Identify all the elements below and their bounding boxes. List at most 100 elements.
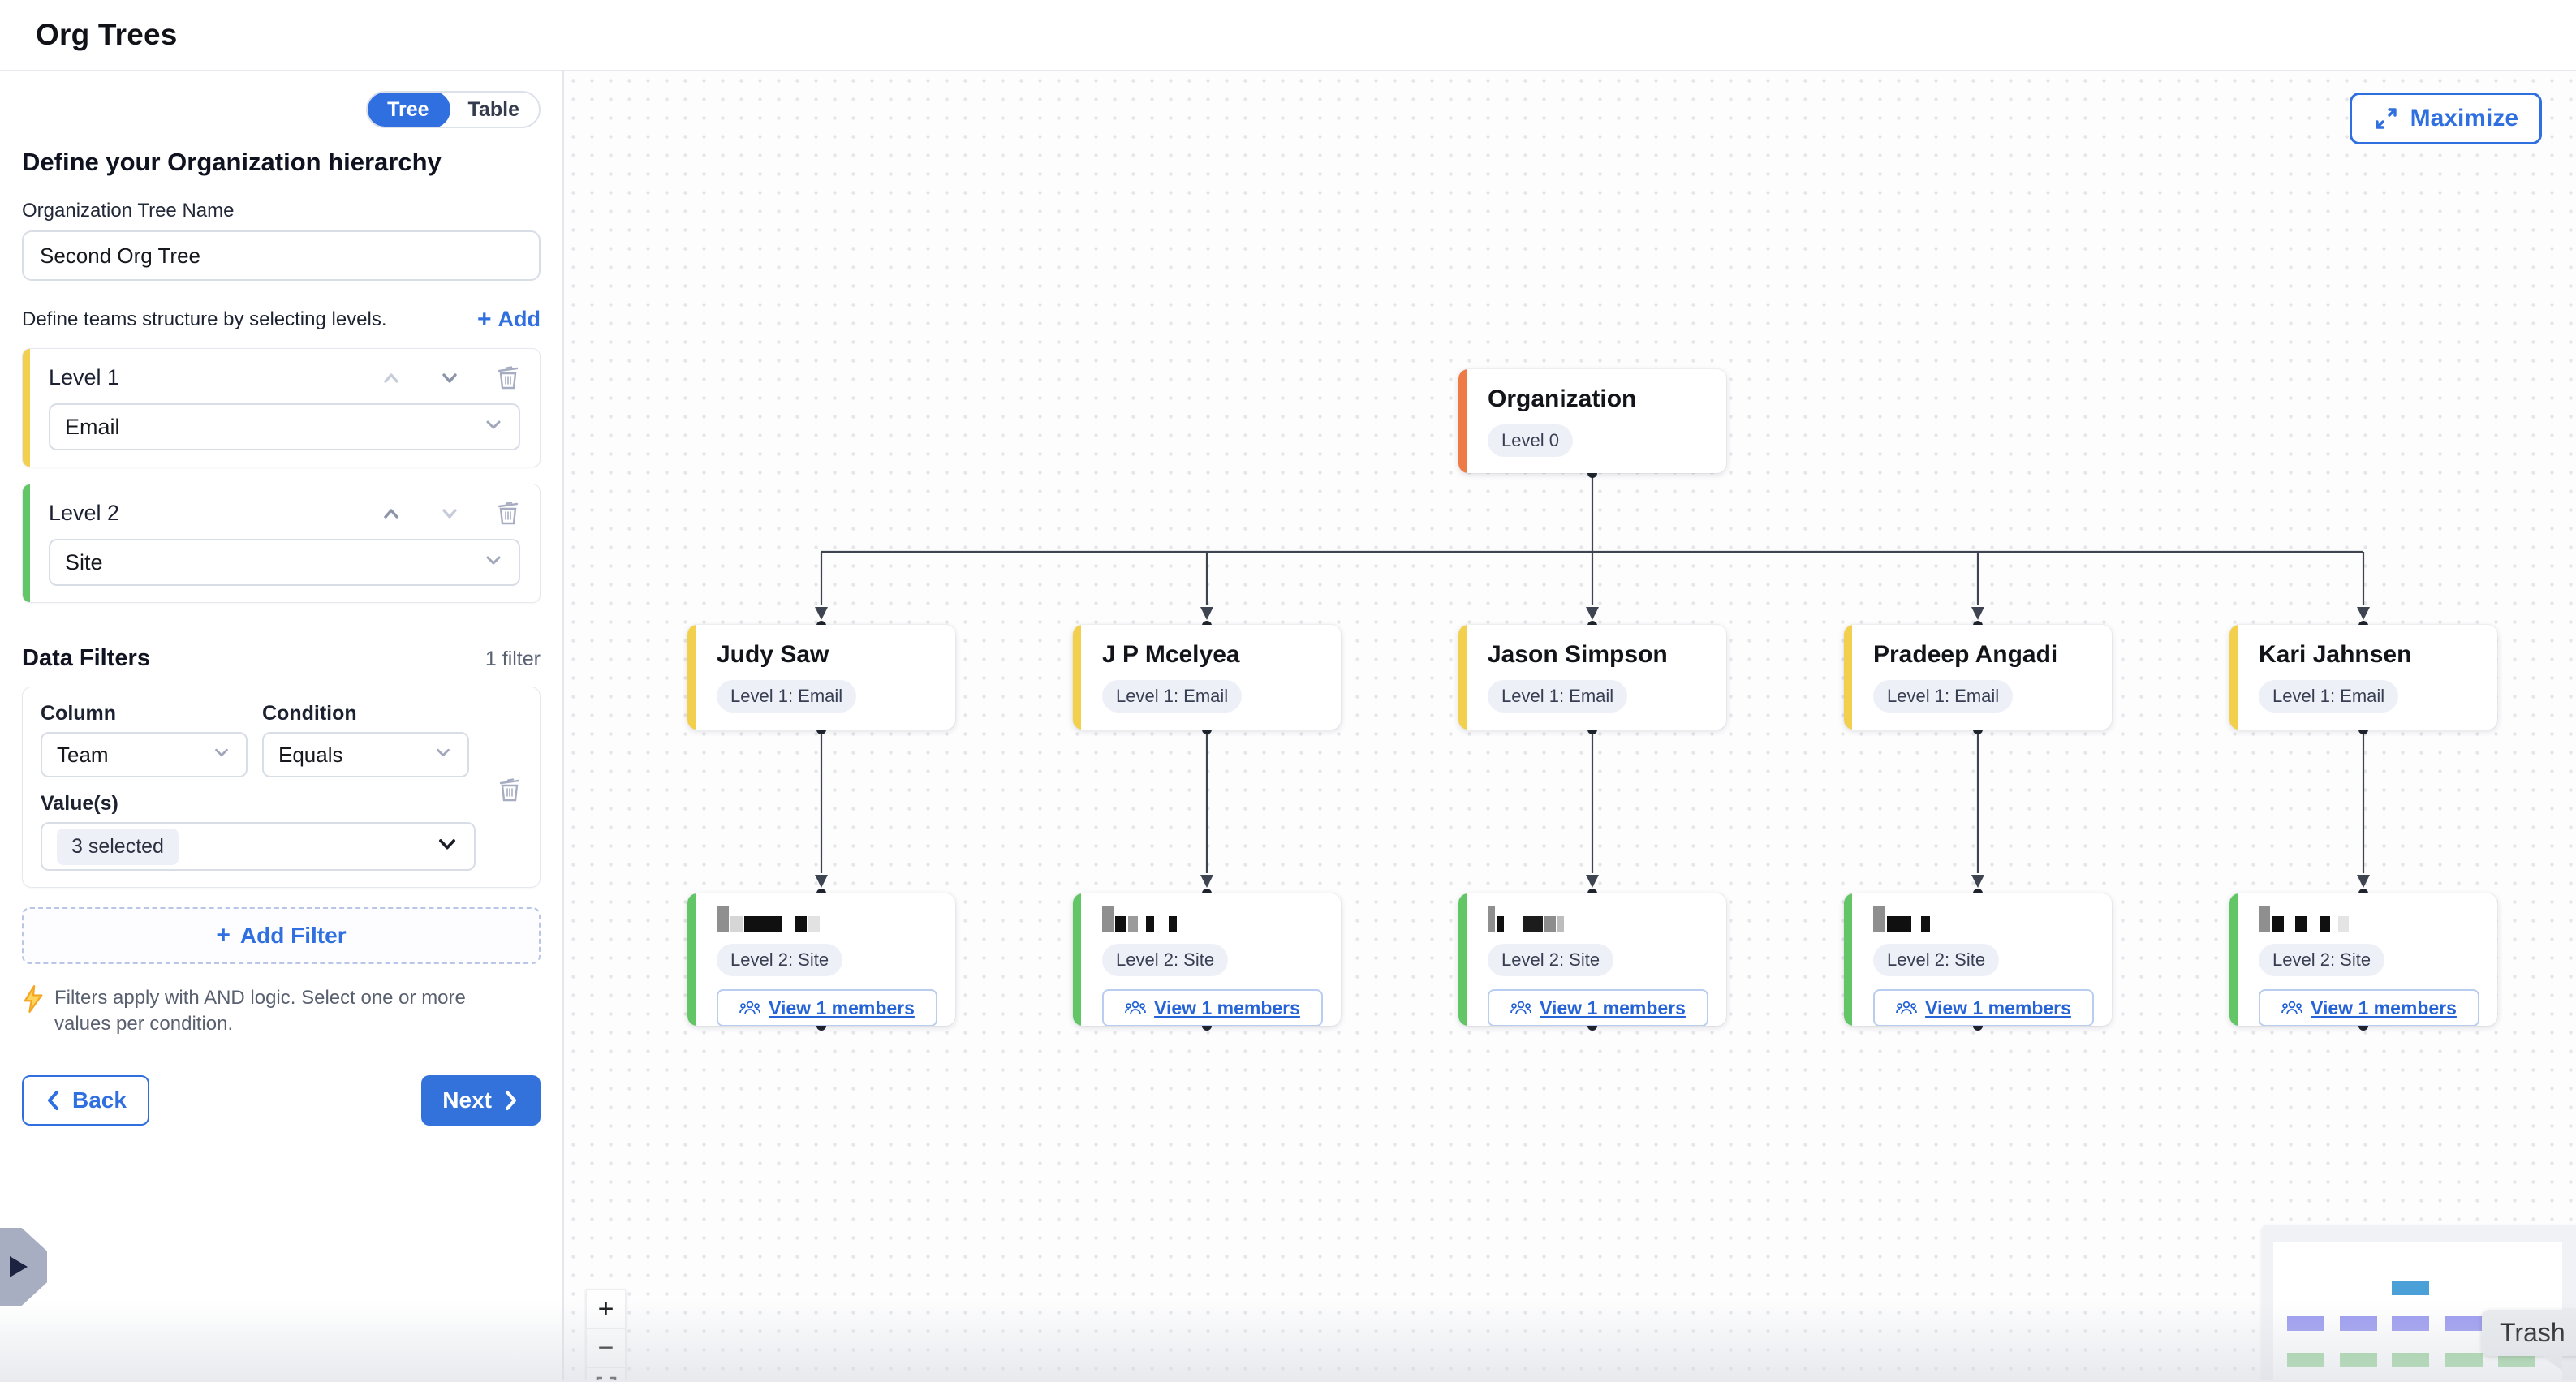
tree-node-level2[interactable]: Level 2: Site View 1 members bbox=[1844, 893, 2112, 1026]
level2-accent-bar bbox=[687, 893, 696, 1026]
zoom-in-button[interactable]: + bbox=[586, 1289, 626, 1328]
level2-accent-bar bbox=[1844, 893, 1852, 1026]
values-label: Value(s) bbox=[41, 792, 118, 815]
tree-node-level1[interactable]: Pradeep Angadi Level 1: Email bbox=[1844, 625, 2112, 730]
level-card-2: Level 2 Site bbox=[22, 484, 541, 603]
filter-condition-select[interactable]: Equals bbox=[262, 732, 469, 777]
view-members-label: View 1 members bbox=[769, 997, 915, 1018]
node-level-badge: Level 2: Site bbox=[1102, 944, 1229, 976]
tree-node-level1[interactable]: Kari Jahnsen Level 1: Email bbox=[2229, 625, 2497, 730]
tree-node-root[interactable]: Organization Level 0 bbox=[1458, 369, 1726, 473]
filters-note: Filters apply with AND logic. Select one… bbox=[54, 987, 466, 1035]
minimap-level1-node bbox=[2445, 1316, 2483, 1331]
chevron-down-icon bbox=[212, 743, 231, 768]
view-mode-toggle: Tree Table bbox=[366, 91, 541, 128]
trash-tooltip: Trash bbox=[2482, 1310, 2576, 1371]
node-title: Pradeep Angadi bbox=[1873, 641, 2058, 668]
node-level-badge: Level 2: Site bbox=[1873, 944, 2000, 976]
selected-count-pill: 3 selected bbox=[57, 828, 179, 865]
canvas-zoom-controls: + − bbox=[586, 1289, 626, 1380]
plus-icon: + bbox=[216, 922, 230, 949]
tree-name-input[interactable] bbox=[22, 230, 541, 281]
redacted-node-title bbox=[717, 906, 937, 932]
filter-column-select[interactable]: Team bbox=[41, 732, 248, 777]
tree-node-level1[interactable]: Jason Simpson Level 1: Email bbox=[1458, 625, 1726, 730]
chevron-down-icon bbox=[435, 832, 459, 862]
next-label: Next bbox=[442, 1087, 492, 1113]
tree-node-level1[interactable]: Judy Saw Level 1: Email bbox=[687, 625, 955, 730]
lightning-icon bbox=[22, 985, 45, 1017]
node-level-badge: Level 2: Site bbox=[2259, 944, 2385, 976]
column-label: Column bbox=[41, 702, 117, 725]
node-level-badge: Level 1: Email bbox=[1488, 680, 1628, 713]
add-level-button[interactable]: + Add bbox=[477, 307, 541, 332]
tab-table[interactable]: Table bbox=[467, 97, 519, 121]
back-button[interactable]: Back bbox=[22, 1074, 149, 1126]
move-down-icon[interactable] bbox=[437, 366, 462, 390]
minimap-level2-node bbox=[2445, 1353, 2483, 1367]
move-down-icon[interactable] bbox=[437, 502, 462, 526]
view-members-button[interactable]: View 1 members bbox=[2259, 989, 2479, 1026]
minimap[interactable] bbox=[2262, 1225, 2576, 1380]
minimap-level2-node bbox=[2340, 1353, 2377, 1367]
tab-tree[interactable]: Tree bbox=[368, 93, 450, 127]
chevron-down-icon bbox=[433, 743, 453, 768]
root-accent-bar bbox=[1458, 369, 1467, 473]
level1-column-select[interactable]: Email bbox=[49, 403, 520, 450]
org-tree-canvas[interactable]: Maximize Organ bbox=[564, 71, 2576, 1380]
chevron-left-icon bbox=[48, 1090, 58, 1110]
level2-label: Level 2 bbox=[49, 501, 120, 525]
view-members-label: View 1 members bbox=[1540, 997, 1686, 1018]
filter-count: 1 filter bbox=[485, 648, 541, 670]
node-title: J P Mcelyea bbox=[1102, 641, 1240, 668]
view-members-button[interactable]: View 1 members bbox=[1102, 989, 1323, 1026]
zoom-out-button[interactable]: − bbox=[586, 1328, 626, 1367]
members-icon bbox=[739, 1001, 760, 1015]
plus-icon: + bbox=[476, 305, 492, 333]
level1-select-value: Email bbox=[65, 414, 120, 439]
tree-name-label: Organization Tree Name bbox=[22, 200, 235, 222]
delete-level-icon[interactable] bbox=[496, 365, 520, 390]
add-filter-button[interactable]: + Add Filter bbox=[22, 907, 541, 964]
redacted-node-title bbox=[1873, 906, 2094, 932]
add-level-label: Add bbox=[498, 307, 541, 331]
members-icon bbox=[1896, 1001, 1917, 1015]
tree-node-level2[interactable]: Level 2: Site View 1 members bbox=[1073, 893, 1341, 1026]
chevron-down-icon bbox=[483, 549, 504, 576]
fit-view-icon bbox=[596, 1376, 616, 1380]
tree-node-level2[interactable]: Level 2: Site View 1 members bbox=[1458, 893, 1726, 1026]
level-card-1: Level 1 Email bbox=[22, 348, 541, 467]
level1-label: Level 1 bbox=[49, 365, 120, 390]
data-filters-title: Data Filters bbox=[22, 645, 150, 671]
maximize-button[interactable]: Maximize bbox=[2349, 93, 2542, 144]
delete-filter-icon[interactable] bbox=[498, 778, 522, 803]
view-members-button[interactable]: View 1 members bbox=[1873, 989, 2094, 1026]
view-members-button[interactable]: View 1 members bbox=[717, 989, 937, 1026]
next-button[interactable]: Next bbox=[421, 1074, 541, 1126]
tree-node-level1[interactable]: J P Mcelyea Level 1: Email bbox=[1073, 625, 1341, 730]
filter-card: Column Team Condition Equals bbox=[22, 687, 541, 888]
levels-hint: Define teams structure by selecting leve… bbox=[22, 308, 387, 330]
tree-node-level2[interactable]: Level 2: Site View 1 members bbox=[687, 893, 955, 1026]
minimap-level1-node bbox=[2340, 1316, 2377, 1331]
tree-node-level2[interactable]: Level 2: Site View 1 members bbox=[2229, 893, 2497, 1026]
filter-condition-value: Equals bbox=[278, 742, 343, 767]
minimap-level2-node bbox=[2287, 1353, 2324, 1367]
view-members-button[interactable]: View 1 members bbox=[1488, 989, 1708, 1026]
filter-values-select[interactable]: 3 selected bbox=[41, 822, 476, 871]
view-members-label: View 1 members bbox=[2311, 997, 2457, 1018]
expand-arrow-icon bbox=[10, 1256, 28, 1277]
fit-view-button[interactable] bbox=[586, 1367, 626, 1380]
chevron-right-icon bbox=[506, 1090, 516, 1110]
delete-level-icon[interactable] bbox=[496, 501, 520, 526]
level1-accent-bar bbox=[1458, 625, 1467, 730]
level1-accent-bar bbox=[1073, 625, 1081, 730]
move-up-icon[interactable] bbox=[379, 366, 403, 390]
app-header: Org Trees bbox=[0, 0, 2576, 71]
level2-column-select[interactable]: Site bbox=[49, 539, 520, 586]
node-title: Jason Simpson bbox=[1488, 641, 1668, 668]
move-up-icon[interactable] bbox=[379, 502, 403, 526]
level2-select-value: Site bbox=[65, 549, 103, 575]
filter-column-value: Team bbox=[57, 742, 109, 767]
members-icon bbox=[1125, 1001, 1146, 1015]
